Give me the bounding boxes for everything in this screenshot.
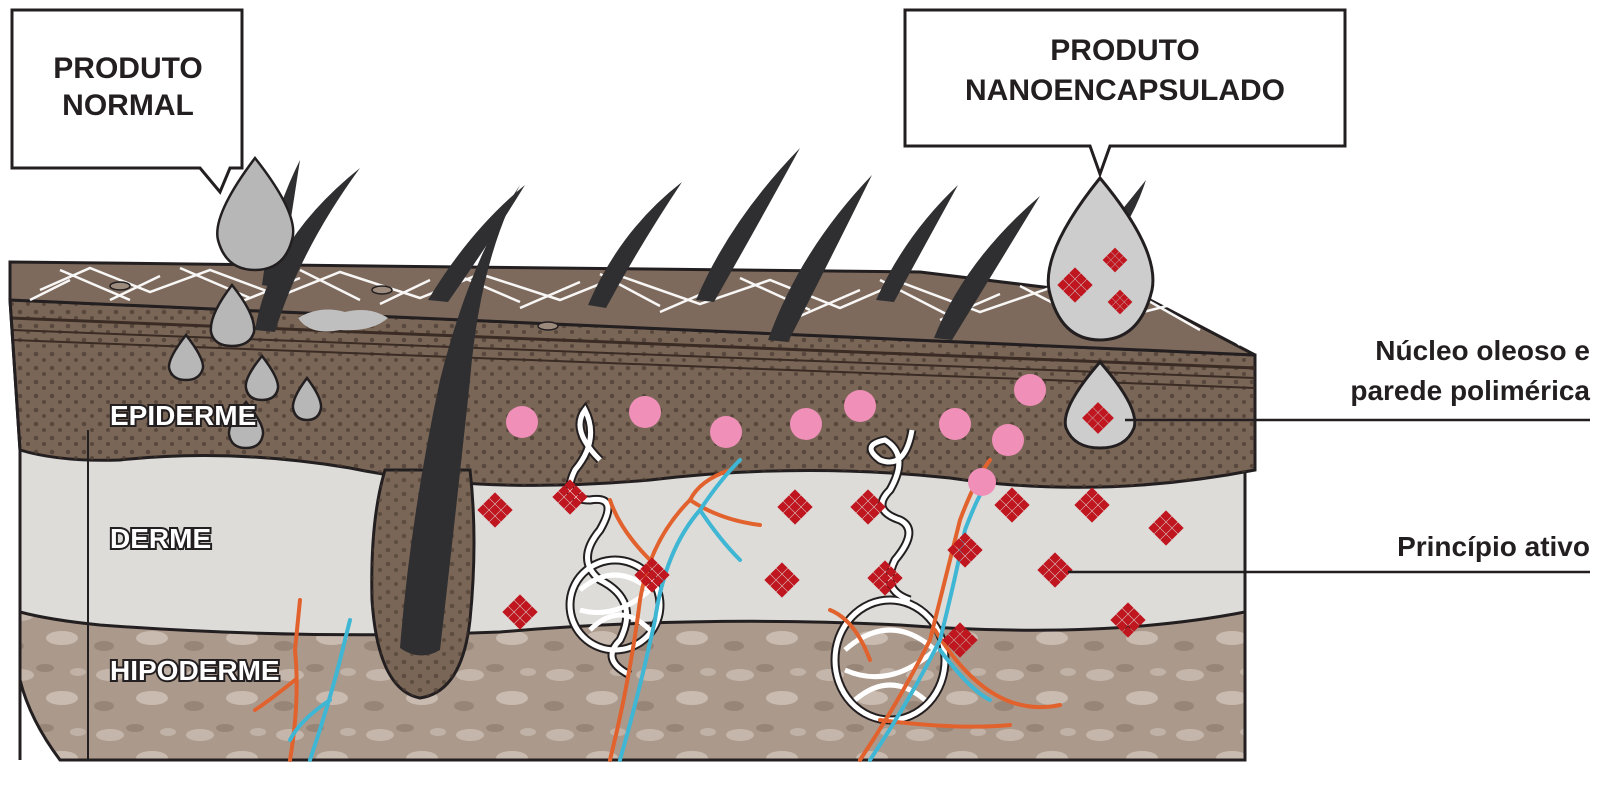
label-derme: DERME xyxy=(110,523,211,554)
callout-normal: PRODUTO NORMAL xyxy=(10,8,244,195)
callout-normal-line2: NORMAL xyxy=(62,89,194,122)
label-principio: Princípio ativo xyxy=(1397,531,1590,562)
callout-normal-line1: PRODUTO xyxy=(53,52,202,85)
callout-nano: PRODUTO NANOENCAPSULADO xyxy=(903,8,1347,179)
callout-nano-line2: NANOENCAPSULADO xyxy=(965,74,1285,107)
label-nucleo-line1: Núcleo oleoso e xyxy=(1375,335,1590,366)
hair-follicle xyxy=(370,185,520,700)
nanoparticles xyxy=(506,374,1046,496)
normal-product-drops xyxy=(167,155,323,450)
label-epiderme: EPIDERME xyxy=(110,400,256,431)
label-nucleo-line2: parede polimérica xyxy=(1350,375,1590,406)
label-hipoderme: HIPODERME xyxy=(110,655,280,686)
callout-nano-line1: PRODUTO xyxy=(1050,34,1199,67)
nano-product-drops xyxy=(1046,175,1155,450)
label-principio-group: Princípio ativo xyxy=(1068,531,1590,574)
label-nucleo-group: Núcleo oleoso e parede polimérica xyxy=(1125,335,1590,422)
